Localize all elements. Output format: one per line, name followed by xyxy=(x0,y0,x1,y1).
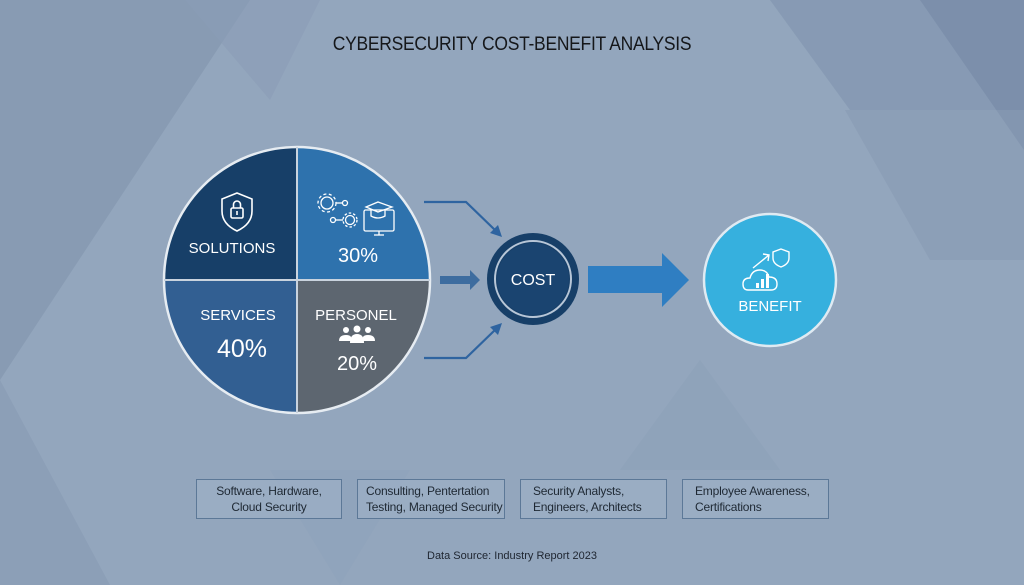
description-line: Engineers, Architects xyxy=(533,500,642,514)
pie-value-personel: 20% xyxy=(337,353,377,375)
connector-arrows xyxy=(424,200,497,360)
description-line: Cloud Security xyxy=(231,500,307,514)
description-box-services: Consulting, Pentertation Testing, Manage… xyxy=(357,479,505,519)
description-box-training: Employee Awareness, Certifications xyxy=(682,479,829,519)
description-box-personel: Security Analysts, Engineers, Architects xyxy=(520,479,667,519)
page-title: CYBERSECURITY COST-BENEFIT ANALYSIS xyxy=(332,34,692,55)
description-line: Certifications xyxy=(695,500,762,514)
people-group-icon xyxy=(339,325,375,343)
pie-segment-personel[interactable] xyxy=(297,280,430,413)
pie-label-personel: PERSONEL xyxy=(315,307,397,324)
cost-to-benefit-arrow xyxy=(588,253,689,307)
benefit-label: BENEFIT xyxy=(738,298,801,315)
arrow-head-top xyxy=(490,225,502,237)
pie-segment-services[interactable] xyxy=(164,280,297,413)
cost-node[interactable] xyxy=(487,233,579,325)
cost-label: COST xyxy=(511,272,556,289)
data-source-note: Data Source: Industry Report 2023 xyxy=(427,550,597,562)
cloud-chart-shield-icon xyxy=(742,248,790,291)
shield-lock-icon xyxy=(221,192,253,232)
middle-arrow xyxy=(440,270,480,290)
description-line: Employee Awareness, xyxy=(695,484,810,498)
description-line: Testing, Managed Security xyxy=(366,500,503,514)
description-box-solutions: Software, Hardware, Cloud Security xyxy=(196,479,342,519)
pie-label-solutions: SOLUTIONS xyxy=(189,240,276,257)
pie-label-services: SERVICES xyxy=(200,307,276,324)
description-line: Software, Hardware, xyxy=(216,484,322,498)
description-line: Consulting, Pentertation xyxy=(366,484,490,498)
description-line: Security Analysts, xyxy=(533,484,625,498)
bar-chart-glyph xyxy=(756,274,769,288)
pie-value-30: 30% xyxy=(338,245,378,267)
arrow-head-bottom xyxy=(490,323,502,335)
pie-value-services: 40% xyxy=(217,335,267,363)
benefit-node[interactable] xyxy=(702,212,838,348)
pie-chart xyxy=(162,145,432,415)
gears-graduation-monitor-icon xyxy=(317,193,395,236)
